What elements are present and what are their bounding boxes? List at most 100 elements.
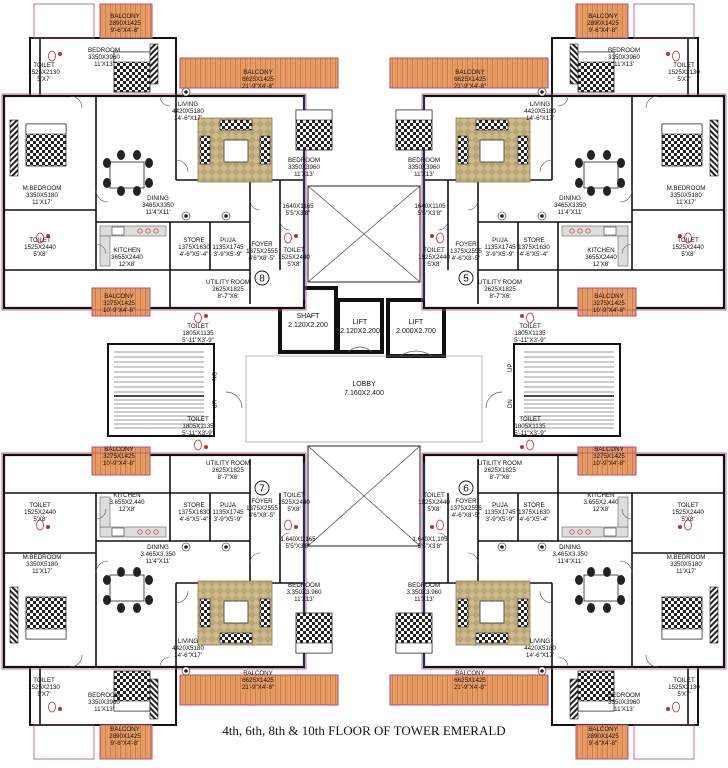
dining-chair xyxy=(575,158,583,168)
plant-pot-center xyxy=(224,214,228,218)
room-dimension-imperial: 21'-9"X4'-8" xyxy=(242,83,274,90)
sofa-top xyxy=(475,632,509,644)
room-dimension-imperial: 11'4"X11' xyxy=(558,558,583,565)
balcony-long-floor xyxy=(179,57,339,89)
room-dimension-mm: 2890X1425 xyxy=(109,20,141,27)
room-name: DINING xyxy=(559,195,581,202)
room-dimension-imperial: 5'-11"X3'-9" xyxy=(514,430,546,437)
room-dimension-mm: 1805X1135 xyxy=(514,330,546,337)
room-dimension-imperial: 11'X17' xyxy=(676,199,696,206)
room-name: BALCONY xyxy=(455,69,485,76)
room-dimension-imperial: 11'X13' xyxy=(414,596,434,603)
dining-chair xyxy=(617,158,625,168)
sofa-side xyxy=(517,598,529,628)
wardrobe-master xyxy=(709,586,719,644)
dining-chair xyxy=(603,150,611,160)
dining-chair xyxy=(133,150,141,160)
room-name: M.BEDROOM xyxy=(23,185,62,192)
room-name: PUJA xyxy=(220,502,237,509)
toilet-top-outline xyxy=(633,724,695,760)
lobby-name: LOBBY xyxy=(352,381,376,388)
room-name: DINING xyxy=(559,544,581,551)
room-dimension-mm: 3350X5180 xyxy=(26,561,58,568)
hob-burner xyxy=(569,228,575,234)
room-name: BEDROOM xyxy=(408,157,440,164)
dining-table xyxy=(583,161,619,189)
room-name: STORE xyxy=(183,502,204,509)
bed-inner-pillow xyxy=(395,642,433,654)
kitchen-counter-side xyxy=(617,496,629,528)
balcony-small-floor xyxy=(91,287,151,317)
dining-chair xyxy=(103,595,111,605)
bed-master-pillow xyxy=(25,628,67,640)
lobby-area xyxy=(245,355,483,443)
door-swing xyxy=(619,189,633,203)
door-swing xyxy=(621,508,633,520)
kitchen-sink xyxy=(111,226,125,236)
door-swing xyxy=(645,95,659,109)
stair-right-well xyxy=(513,343,621,437)
door-swing xyxy=(175,159,189,173)
sofa-top xyxy=(219,119,253,131)
unit-number-badge xyxy=(254,270,270,286)
room-name: STORE xyxy=(183,237,204,244)
room-dimension-mm: 1805X1135 xyxy=(182,423,214,430)
door-swing xyxy=(249,199,261,211)
room-dimension-mm: 1525X2130 xyxy=(28,684,60,691)
shaft-dim: 2.120X2.200 xyxy=(288,322,328,329)
room-dimension-imperial: 5'X7' xyxy=(677,76,690,83)
dining-table xyxy=(109,161,145,189)
hob-burner xyxy=(569,529,575,535)
room-dimension-imperial: 21'-9"X4'-8" xyxy=(454,684,486,691)
coffee-table xyxy=(223,139,249,163)
room-dimension-imperial: 21'-9"X4'-8" xyxy=(242,684,274,691)
washbasin-fixture xyxy=(58,707,62,711)
room-dimension-mm: 1135X1745 xyxy=(484,509,516,516)
room-dimension-mm: 3275X1425 xyxy=(593,300,625,307)
coffee-table xyxy=(479,600,505,624)
door-swing xyxy=(645,654,659,668)
room-dimension-imperial: 10'-9"X4'-8" xyxy=(103,460,135,467)
door-swing xyxy=(619,560,633,574)
room-dimension-mm: 3275X1425 xyxy=(103,453,135,460)
room-dimension-mm: 3.350X3.960 xyxy=(286,589,322,596)
room-dimension-mm: 1135X1745 xyxy=(484,244,516,251)
wc-fixture xyxy=(672,701,680,713)
balcony-long-floor xyxy=(179,674,339,706)
room-dimension-imperial: 12'X8' xyxy=(119,506,136,513)
washbasin-fixture xyxy=(46,234,50,238)
room-dimension-imperial: 8'-7"X6' xyxy=(489,474,510,481)
stair-left-treads xyxy=(114,351,204,429)
hob-burner xyxy=(137,529,143,535)
door-swing xyxy=(95,560,109,574)
room-dimension-mm: 3465X3350 xyxy=(554,202,586,209)
washbasin-fixture xyxy=(666,707,670,711)
sofa-top xyxy=(475,119,509,131)
balcony-top-floor xyxy=(99,724,153,760)
room-dimension-mm: 1525X2440 xyxy=(418,254,450,261)
plant-pot-center xyxy=(500,545,504,549)
room-name: DINING xyxy=(147,544,169,551)
room-name: TOILET xyxy=(187,323,209,330)
room-dimension-imperial: 14'-6"X17' xyxy=(174,652,202,659)
lift-1-box xyxy=(336,298,384,354)
room-dimension-mm: 6625X1425 xyxy=(454,677,486,684)
dining-chair xyxy=(575,595,583,605)
washbasin-fixture xyxy=(430,525,434,529)
